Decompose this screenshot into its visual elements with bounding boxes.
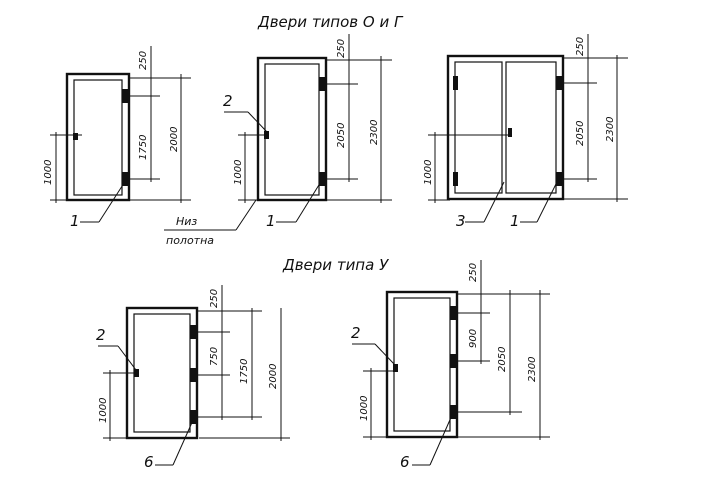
door-frame [65, 72, 131, 202]
door-leaf [264, 63, 320, 196]
handle [134, 369, 139, 377]
door-4: 2 1000 250 750 1750 2000 6 [96, 285, 290, 471]
note-line-2: полотна [166, 234, 214, 247]
callout-1: 1 [266, 212, 276, 230]
door-leaf [393, 297, 451, 432]
dim-1000: 1000 [359, 396, 370, 421]
dim-250: 250 [138, 51, 149, 70]
dim-2300: 2300 [369, 120, 380, 145]
hinge-bottom [122, 172, 129, 186]
hinge-right-bottom [556, 172, 563, 186]
hinge-left-top [453, 76, 458, 90]
heading-types-o-g: Двери типов О и Г [257, 13, 404, 31]
hinge-bottom [319, 172, 326, 186]
dim-2000: 2000 [268, 364, 279, 389]
dim-2050: 2050 [575, 121, 586, 146]
dim-1000: 1000 [43, 160, 54, 185]
callout-2: 2 [223, 92, 233, 110]
hinge-top [319, 77, 326, 91]
heading-type-u: Двери типа У [282, 256, 389, 274]
dim-900: 900 [468, 329, 479, 348]
door-2: 2 1000 250 2050 2300 1 Низ полотна [164, 34, 392, 247]
door-leaf [133, 313, 191, 433]
hinge-top [450, 306, 457, 320]
hinge-left-bottom [453, 172, 458, 186]
callout-6: 6 [400, 453, 410, 471]
dim-250: 250 [209, 289, 220, 308]
dim-2300: 2300 [527, 357, 538, 382]
handle [264, 131, 269, 139]
door-leaf [73, 79, 123, 196]
door-frame [446, 54, 565, 201]
callout-6: 6 [144, 453, 154, 471]
dim-1000: 1000 [98, 398, 109, 423]
dim-250: 250 [468, 263, 479, 282]
callout-3: 3 [456, 212, 466, 230]
hinge-middle [190, 368, 197, 382]
handle [393, 364, 398, 372]
door-3: 1000 250 2050 2300 3 1 [423, 34, 628, 230]
dim-250: 250 [336, 39, 347, 58]
hinge-bottom [450, 405, 457, 419]
dim-1750: 1750 [138, 135, 149, 160]
door-1: 1000 250 1750 2000 1 [43, 46, 191, 230]
hinge-top [190, 325, 197, 339]
dim-750: 750 [209, 347, 220, 366]
handle [73, 133, 78, 140]
door-5: 2 1000 250 900 2050 2300 6 [351, 260, 550, 471]
dim-1000: 1000 [233, 160, 244, 185]
dim-250: 250 [575, 37, 586, 56]
dim-1000: 1000 [423, 160, 434, 185]
dim-2300: 2300 [605, 117, 616, 142]
handle [508, 128, 512, 137]
door-frame [256, 56, 328, 202]
hinge-right-top [556, 76, 563, 90]
door-leaf-right [505, 61, 557, 194]
dim-2000: 2000 [169, 127, 180, 152]
hinge-middle [450, 354, 457, 368]
callout-2: 2 [96, 326, 106, 344]
callout-1: 1 [70, 212, 80, 230]
callout-1: 1 [510, 212, 520, 230]
hinge-bottom [190, 410, 197, 424]
dim-1750: 1750 [239, 359, 250, 384]
door-leaf-left [454, 61, 503, 194]
callout-2: 2 [351, 324, 361, 342]
dim-2050: 2050 [497, 347, 508, 372]
note-line-1: Низ [176, 215, 197, 228]
dim-2050: 2050 [336, 123, 347, 148]
hinge-top [122, 89, 129, 103]
